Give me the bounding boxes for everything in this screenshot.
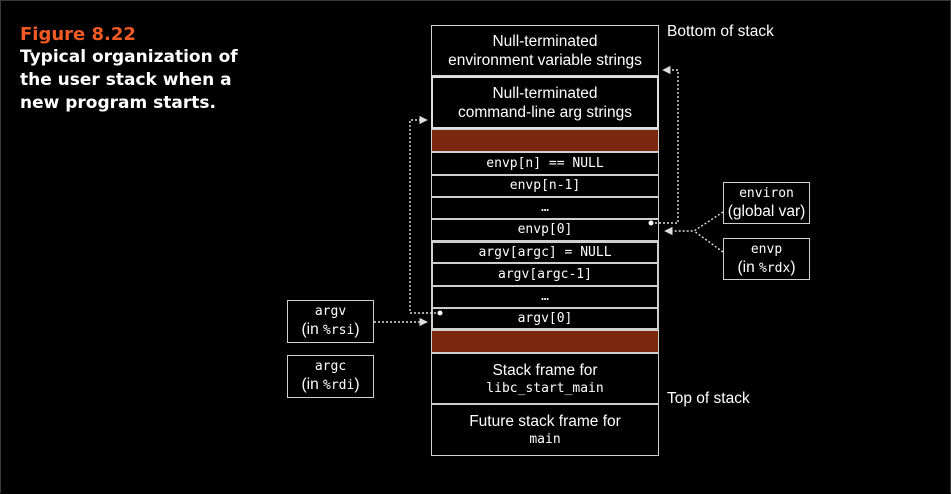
envp-reg-arrow [693,230,724,253]
argc-desc-pre: (in [301,376,324,393]
libc-frame-line1: Stack frame for [492,361,598,379]
arg-strings-line2: command-line arg strings [457,103,632,121]
envp-dots-cell: … [431,197,659,219]
env-strings-line2: environment variable strings [448,51,642,69]
main-frame-block: Future stack frame for main [431,404,659,456]
argv0-dot [437,310,443,316]
argv-name: argv [314,304,347,319]
figure-number: Figure 8.22 [20,24,136,45]
environ-box: environ (global var) [723,182,810,224]
env-strings-line1: Null-terminated [492,32,598,50]
argv-desc-pre: (in [301,321,324,338]
argv-reg: %rsi [323,323,355,338]
envp-n-cell: envp[n] == NULL [431,152,659,175]
envp-box: envp (in %rdx) [723,238,810,280]
envp-reg: %rdx [759,260,791,276]
libc-frame-block: Stack frame for libc_start_main [431,353,659,404]
argv-desc: (in %rsi) [301,320,359,340]
environ-name: environ [739,186,794,201]
envp-name: envp [750,241,783,257]
envp-desc: (in %rdx) [737,258,795,278]
argv-argc-cell: argv[argc] = NULL [431,241,659,263]
argc-reg: %rdi [323,378,355,393]
argv-argc1-cell: argv[argc-1] [431,263,659,286]
libc-frame-line2: libc_start_main [486,380,604,396]
argc-desc-post: ) [354,376,360,393]
envp0-to-env-arrow [651,65,679,224]
arg-strings-block: Null-terminated command-line arg strings [431,76,659,129]
figure-caption: Figure 8.22 Typical organization of the … [20,24,250,115]
argv-desc-post: ) [354,321,360,338]
argc-name: argc [314,359,347,374]
environ-arrow [664,211,724,236]
main-frame-line2: main [529,432,561,447]
argc-box: argc (in %rdi) [287,355,374,398]
envp-0-cell: envp[0] [431,219,659,241]
envp0-dot [648,220,654,226]
figure-title: Typical organization of the user stack w… [20,47,238,113]
padding-block-top [431,129,659,152]
bottom-of-stack-label: Bottom of stack [667,23,774,40]
argv-box: argv (in %rsi) [287,300,374,343]
environ-desc: (global var) [727,203,806,220]
env-strings-block: Null-terminated environment variable str… [431,25,659,76]
arg-strings-line1: Null-terminated [492,84,598,102]
main-frame-line1: Future stack frame for [469,413,621,430]
padding-block-bottom [431,330,659,353]
argv0-to-args-arrow [409,115,440,314]
argv-0-cell: argv[0] [431,308,659,330]
argv-dots-cell: … [431,286,659,308]
argc-desc: (in %rdi) [301,375,359,395]
envp-desc-post: ) [790,258,796,276]
envp-desc-pre: (in [737,258,760,276]
top-of-stack-label: Top of stack [667,390,750,407]
envp-n1-cell: envp[n-1] [431,175,659,197]
